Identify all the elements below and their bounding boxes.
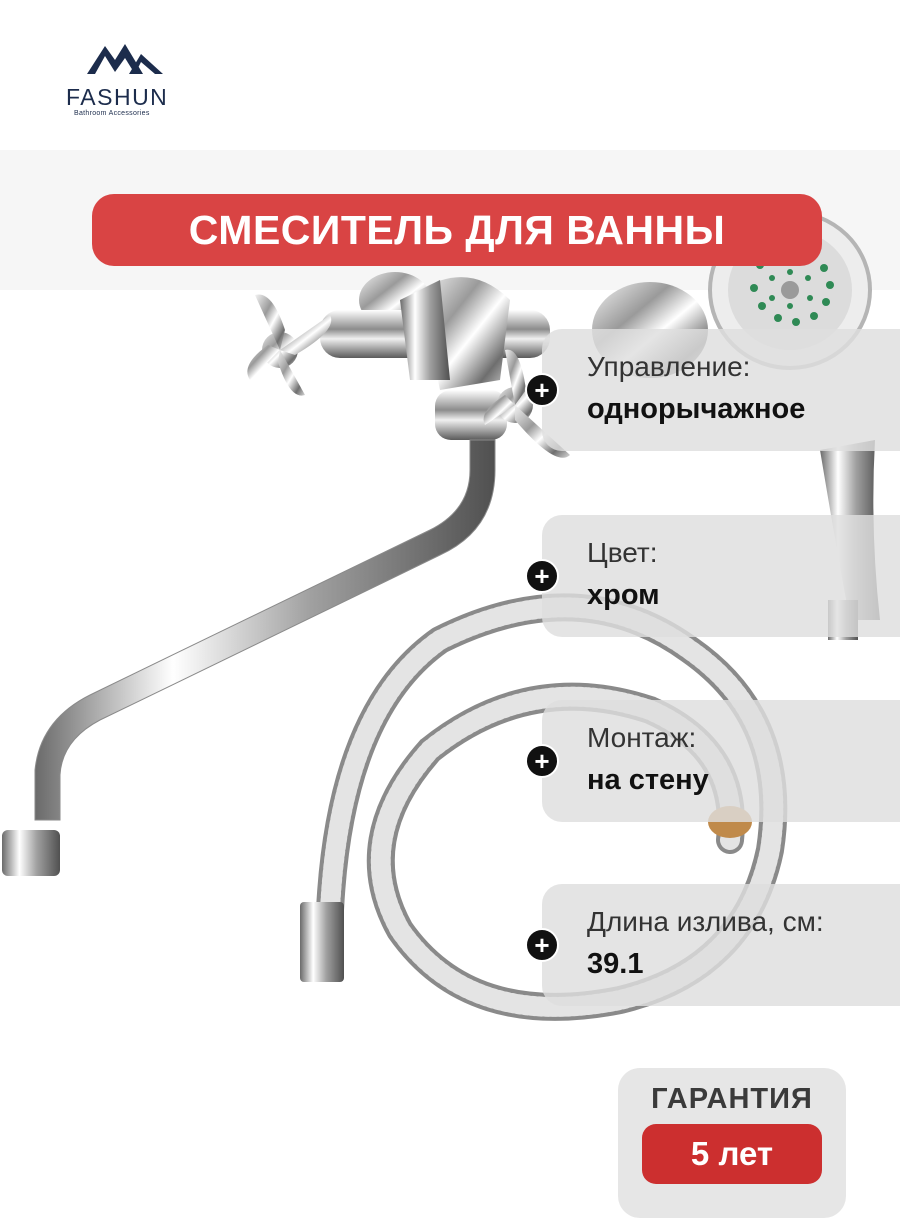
spec-card-spout-length: Длина излива, см: 39.1 bbox=[542, 884, 900, 1006]
spec-card-control: Управление: однорычажное bbox=[542, 329, 900, 451]
spec-label: Монтаж: bbox=[587, 722, 697, 753]
brand-logo: FASHUN Bathroom Accessories bbox=[60, 38, 190, 118]
spec-card-color: Цвет: хром bbox=[542, 515, 900, 637]
brand-tagline: Bathroom Accessories bbox=[74, 110, 150, 117]
page-title: СМЕСИТЕЛЬ ДЛЯ ВАННЫ bbox=[188, 206, 726, 253]
warranty-label: ГАРАНТИЯ bbox=[651, 1083, 813, 1115]
spec-label: Цвет: bbox=[587, 537, 658, 568]
spec-value: однорычажное bbox=[587, 393, 806, 425]
spec-value: 39.1 bbox=[587, 948, 644, 980]
spec-value: хром bbox=[587, 579, 660, 611]
warranty-box: ГАРАНТИЯ 5 лет bbox=[618, 1068, 846, 1218]
spec-card-mounting: Монтаж: на стену bbox=[542, 700, 900, 822]
faucet-spout bbox=[34, 439, 496, 821]
faucet-body bbox=[247, 277, 570, 458]
plus-icon: + bbox=[525, 744, 559, 778]
warranty-badge: 5 лет bbox=[642, 1124, 822, 1184]
plus-icon: + bbox=[525, 373, 559, 407]
spec-value: на стену bbox=[587, 764, 709, 796]
brand-name: FASHUN bbox=[66, 84, 169, 110]
brand-mountain-icon bbox=[87, 44, 163, 74]
spec-label: Длина излива, см: bbox=[587, 906, 824, 937]
plus-icon: + bbox=[525, 928, 559, 962]
title-banner: СМЕСИТЕЛЬ ДЛЯ ВАННЫ bbox=[92, 194, 822, 266]
spec-label: Управление: bbox=[587, 351, 751, 382]
plus-icon: + bbox=[525, 559, 559, 593]
